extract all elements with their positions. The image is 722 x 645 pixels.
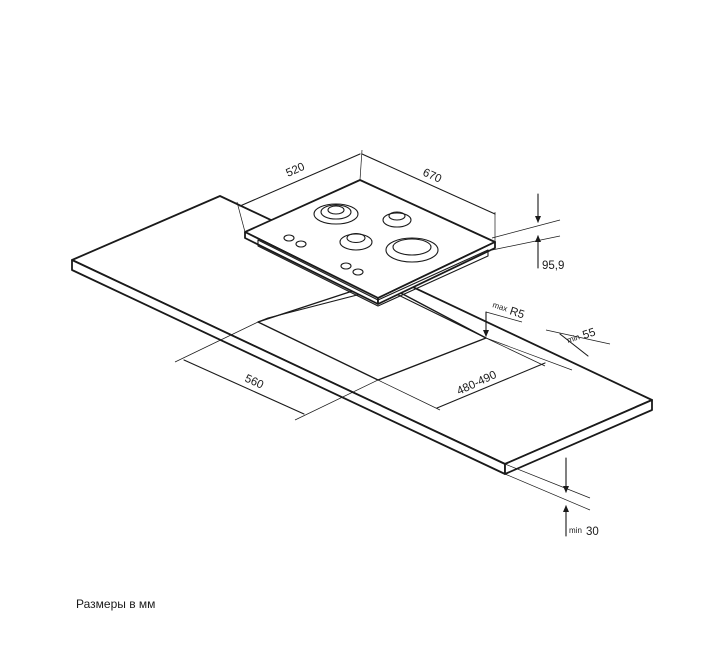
dim-min-55: min 55 <box>485 326 611 371</box>
knob-group-right <box>340 262 364 276</box>
dim-corner-radius: max R5 <box>483 300 526 337</box>
burner-small-rear <box>382 211 412 228</box>
dim-95-9-arrow-top <box>535 216 541 223</box>
dim-95-9: 95,9 <box>491 193 564 272</box>
dim-min-55-prefix: min <box>566 332 581 345</box>
corner-radius-arrow <box>483 330 489 337</box>
hob <box>244 179 496 307</box>
dim-min-30-label: 30 <box>586 526 599 538</box>
dim-520-label: 520 <box>284 161 306 180</box>
knob-group-left <box>283 234 307 248</box>
dim-560-label: 560 <box>243 373 265 392</box>
dim-95-9-label: 95,9 <box>542 260 564 272</box>
hob-body <box>257 239 489 307</box>
units-note: Размеры в мм <box>76 597 156 611</box>
worktop-side-edge <box>504 399 653 475</box>
burner-large-rear <box>313 203 359 225</box>
dim-min-55-label: 55 <box>581 326 597 341</box>
dim-min-30-prefix: min <box>569 526 582 535</box>
corner-radius-label: R5 <box>508 305 526 321</box>
dim-min-30-arrow-bottom <box>563 505 569 512</box>
dim-670-label: 670 <box>421 167 443 186</box>
burner-medium-front <box>339 232 373 251</box>
cutout-inner-edge <box>257 287 487 339</box>
burner-wok <box>385 237 439 263</box>
dim-min-30: min 30 <box>504 457 599 538</box>
corner-radius-prefix: max <box>491 300 508 313</box>
dim-95-9-arrow-bottom <box>535 235 541 242</box>
dim-min-30-arrow-top <box>563 486 569 493</box>
